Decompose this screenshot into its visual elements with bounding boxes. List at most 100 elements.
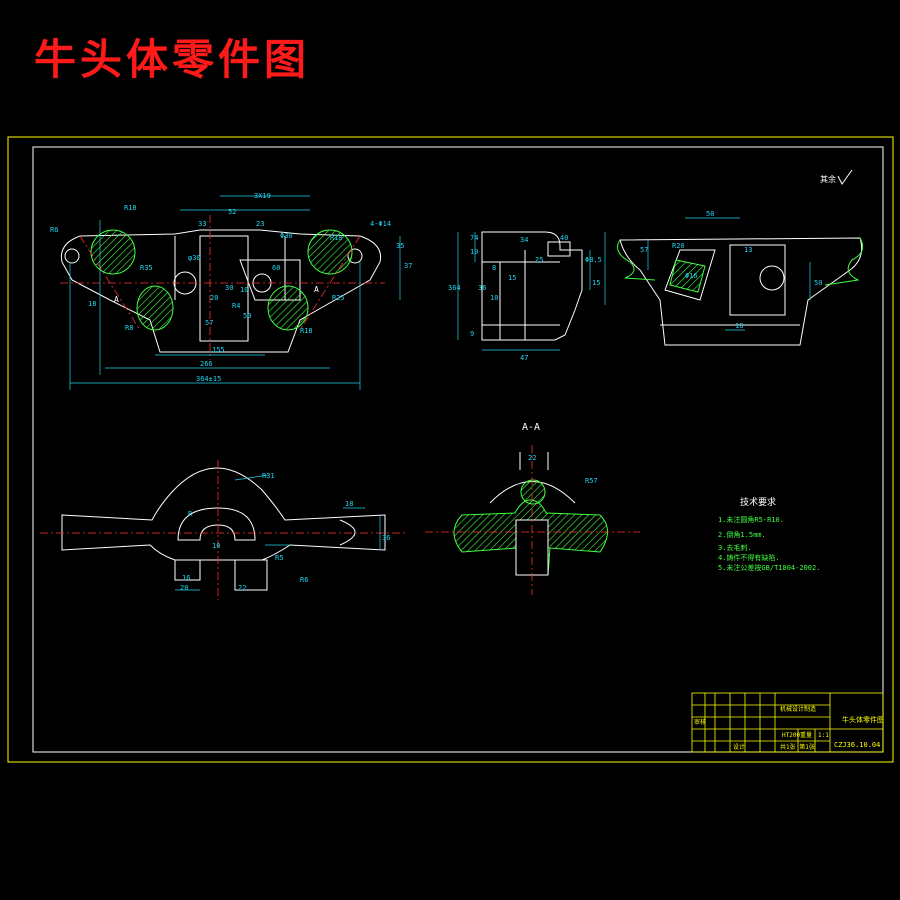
dim-label: 60	[272, 264, 280, 272]
dim-label: 13	[744, 246, 752, 254]
top-centerlines	[40, 460, 405, 600]
top-dimension-labels: R31 R 10 R5 18 16 20 22 R6 36	[180, 472, 390, 592]
dim-label: 52	[228, 208, 236, 216]
dim-label: 50	[814, 279, 822, 287]
dim-label: 35	[396, 242, 404, 250]
dim-label: 266	[200, 360, 213, 368]
dim-label: 22	[238, 584, 246, 592]
dim-label: 57	[640, 246, 648, 254]
dim-label: R8	[125, 324, 133, 332]
note-item: 3.去毛刺.	[718, 543, 752, 552]
note-item: 4.铸件不得有缺陷.	[718, 553, 780, 562]
dim-label: R57	[585, 477, 598, 485]
dim-label: R18	[300, 327, 313, 335]
company-name: 机械设计制造	[780, 705, 816, 713]
dim-label: 10	[490, 294, 498, 302]
right-view	[619, 237, 863, 346]
side-view	[481, 231, 583, 341]
part-name: 牛头体零件图	[842, 715, 884, 724]
section-centerlines	[425, 445, 640, 595]
dim-label: R6	[50, 226, 58, 234]
front-centerlines	[60, 215, 385, 360]
dim-label: 15	[508, 274, 516, 282]
dim-label: R4	[232, 302, 240, 310]
side-dimension-labels: 74 10 34 8 15 25 10 36 364 40 9 47 Φ8.5 …	[448, 234, 602, 362]
note-item: 5.未注公差按GB/T1804-2002.	[718, 563, 820, 572]
outer-border	[7, 136, 894, 763]
dim-label: 40	[560, 234, 568, 242]
drawing-number: CZJ36.10.04	[834, 741, 880, 749]
dim-label: 10	[470, 248, 478, 256]
dim-label: 8	[492, 264, 496, 272]
right-hatch	[617, 237, 864, 293]
page-title: 牛头体零件图	[34, 35, 311, 84]
dim-label: Φ8.5	[585, 256, 602, 264]
dim-label: R18	[124, 204, 137, 212]
note-item: 1.未注圆角R5-R10.	[718, 515, 784, 524]
front-hatch	[90, 229, 353, 331]
section-dimension-labels: 22 R57	[528, 454, 598, 485]
dim-label: 50	[243, 312, 251, 320]
dim-label: 15	[592, 279, 600, 287]
dim-label: 57	[205, 319, 213, 327]
dim-label: 20	[210, 294, 218, 302]
notes-heading: 技术要求	[740, 496, 776, 508]
cut-mark-left: A	[114, 295, 119, 304]
inner-border	[32, 146, 884, 753]
svg-text:其余: 其余	[820, 174, 836, 184]
dim-label: 18	[735, 322, 743, 330]
top-view	[61, 467, 386, 591]
dim-label: 22	[528, 454, 536, 462]
weight-label: 重量	[800, 731, 812, 739]
dim-label: R25	[332, 294, 345, 302]
dim-label: 50	[706, 210, 714, 218]
section-hatch	[453, 479, 608, 576]
dim-label: Φ30	[280, 232, 293, 240]
dim-label: R5	[275, 554, 283, 562]
right-dimension-lines	[647, 217, 811, 331]
dim-label: R	[188, 510, 193, 518]
title-block-text: 机械设计制造 牛头体零件图 CZJ36.10.04 HT200 1:1 共1张 …	[694, 705, 884, 751]
dim-label: 36	[478, 284, 486, 292]
top-dimension-lines	[175, 474, 381, 591]
dim-label: Φ16	[685, 272, 698, 280]
title-block	[691, 692, 884, 753]
dim-label: 74	[470, 234, 478, 242]
dim-label: 4-Φ14	[370, 220, 391, 228]
dim-label: 364±15	[196, 375, 221, 383]
dim-label: 30	[225, 284, 233, 292]
note-item: 2.倒角1.5mm.	[718, 530, 766, 539]
dim-label: 10	[212, 542, 220, 550]
dim-label: 36	[382, 534, 390, 542]
dim-label: R31	[262, 472, 275, 480]
dim-label: 10	[240, 286, 248, 294]
side-dimension-lines	[457, 232, 606, 351]
sheet-count: 共1张 第1张	[780, 743, 815, 751]
front-dimension-labels: R6 R18 R35 R25 R8 R18 R18 φ30 Φ30 60 33 …	[50, 192, 412, 383]
dim-label: 25	[535, 256, 543, 264]
dim-label: R6	[300, 576, 308, 584]
drawn-label: 设计	[733, 743, 745, 751]
section-label: A-A	[522, 422, 540, 433]
dim-label: 9	[470, 330, 474, 338]
dim-label: 33	[198, 220, 206, 228]
cut-mark-right: A	[314, 285, 319, 294]
right-dimension-labels: 50 R20 Φ16 50 57 18 13	[640, 210, 822, 330]
material: HT200	[782, 732, 800, 739]
dim-label: R18	[330, 234, 343, 242]
dim-label: 18	[345, 500, 353, 508]
dim-label: 37	[404, 262, 412, 270]
dim-label: R20	[672, 242, 685, 250]
dim-label: φ30	[188, 254, 201, 262]
dim-label: 155	[212, 346, 225, 354]
dim-label: 364	[448, 284, 461, 292]
dim-label: 34	[520, 236, 528, 244]
review-label: 审核	[694, 718, 706, 726]
dim-label: 18	[88, 300, 96, 308]
roughness-symbol: 其余	[820, 169, 853, 185]
front-dimension-lines	[69, 195, 401, 390]
dim-label: R35	[140, 264, 153, 272]
dim-label: 20	[180, 584, 188, 592]
scale: 1:1	[818, 732, 829, 739]
